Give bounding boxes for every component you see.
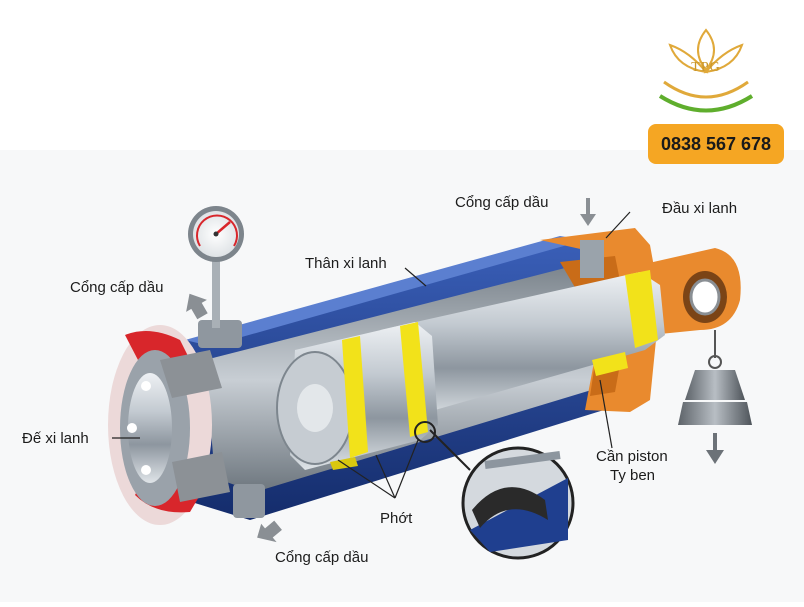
phone-number-badge[interactable]: 0838 567 678 — [648, 124, 784, 164]
down-arrow-icon — [706, 450, 724, 464]
inflow-top-arrow-icon — [580, 198, 596, 226]
head-port-fitting — [580, 240, 604, 278]
cylinder-base — [108, 325, 230, 525]
rod-clevis — [640, 248, 741, 335]
left-port-fitting — [198, 320, 242, 348]
piston — [276, 322, 438, 470]
label-piston-rod-line1: Cần piston — [596, 448, 668, 465]
label-port-top-right: Cổng cấp dầu — [455, 194, 549, 211]
piston-rod — [380, 270, 665, 420]
leader-lines — [112, 211, 631, 499]
label-cylinder-base: Đế xi lanh — [22, 430, 89, 447]
inflow-bottom-arrow-icon — [257, 520, 282, 543]
label-seals: Phớt — [380, 510, 413, 527]
label-port-left: Cổng cấp dầu — [70, 279, 164, 296]
label-cylinder-head: Đầu xi lanh — [662, 200, 738, 217]
flow-arrows — [186, 198, 596, 543]
label-piston-rod-line2: Ty ben — [610, 467, 656, 484]
hanging-weight — [678, 330, 752, 464]
pressure-gauge — [188, 206, 244, 328]
label-port-bottom: Cổng cấp dầu — [275, 549, 369, 566]
inflow-left-arrow-icon — [186, 293, 208, 320]
brand-logo-text: TPG — [691, 60, 721, 75]
seal-detail-magnifier — [414, 421, 575, 560]
label-cylinder-body: Thân xi lanh — [305, 255, 387, 272]
bottom-port-fitting — [233, 484, 265, 518]
brand-logo — [658, 28, 754, 113]
